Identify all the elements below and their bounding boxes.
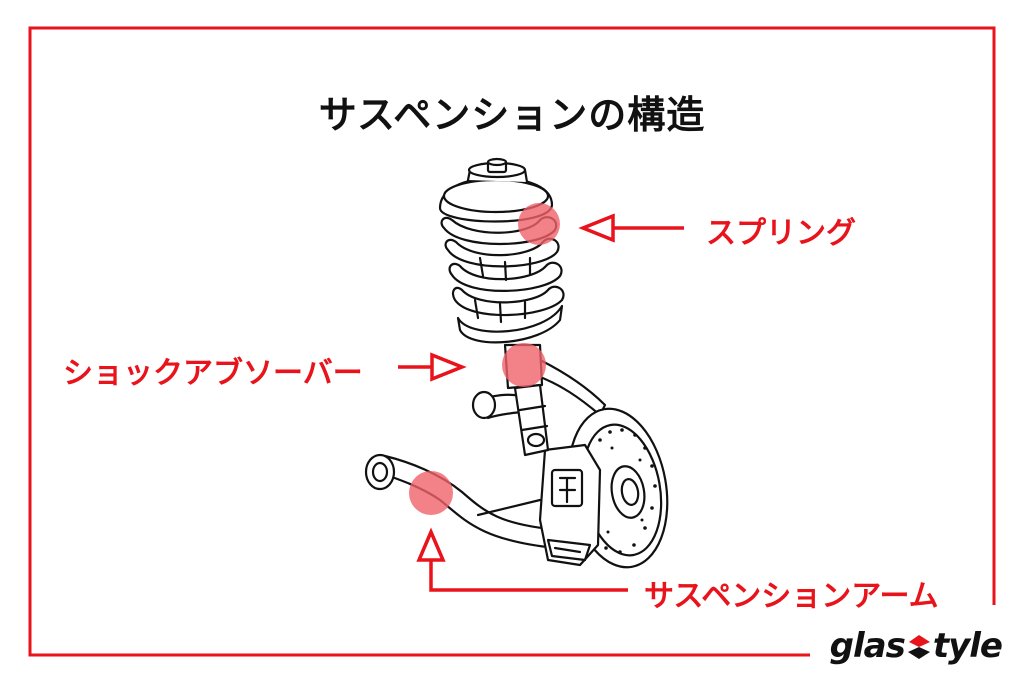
- caliper-drawing: [538, 443, 602, 567]
- brake-disc-drawing: [567, 407, 669, 569]
- suspension-illustration: [364, 157, 669, 569]
- label-suspension-arm: サスペンションアーム: [644, 579, 939, 614]
- suspension-arm-arrow: [416, 527, 628, 592]
- suspension-arm-highlight-marker: [409, 471, 453, 515]
- top-mount-drawing: [438, 157, 554, 223]
- shock-absorber-arrow: [398, 352, 467, 382]
- spring-highlight-marker: [518, 203, 560, 245]
- diagram-title: サスペンションの構造: [318, 93, 706, 137]
- coil-spring-drawing: [440, 216, 565, 344]
- spring-arrow: [578, 213, 684, 243]
- brand-logo: glas tyle: [829, 626, 1003, 666]
- frame-border: [28, 26, 996, 657]
- upper-link-drawing: [471, 358, 607, 420]
- suspension-arm-drawing: [364, 453, 562, 550]
- logo-text-left: glas: [829, 626, 906, 666]
- s-swoosh-icon: [906, 631, 932, 661]
- shock-absorber-highlight-marker: [502, 343, 546, 387]
- label-shock-absorber: ショックアブソーバー: [63, 356, 363, 391]
- logo-text-right: tyle: [932, 626, 1003, 666]
- label-spring: スプリング: [706, 216, 856, 251]
